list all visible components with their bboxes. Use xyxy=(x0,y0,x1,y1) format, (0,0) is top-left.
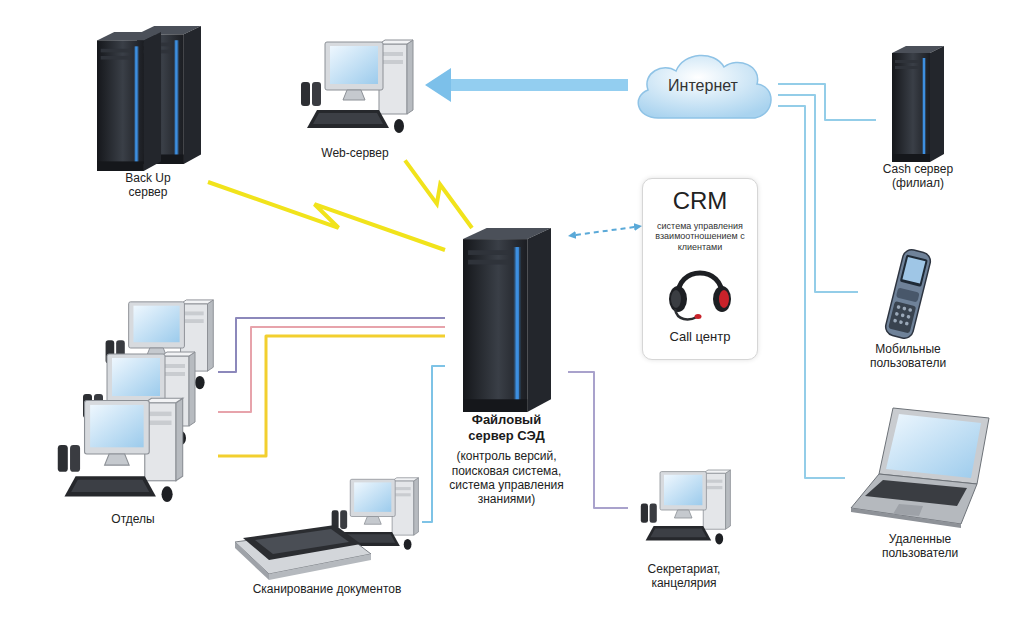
internet-arrow xyxy=(451,79,628,91)
document-scanning: Сканирование документов xyxy=(232,476,422,596)
backup-server: Back Up сервер xyxy=(88,26,208,200)
crm-title: CRM xyxy=(673,187,728,215)
network-cable xyxy=(778,84,876,120)
device-caption: Мобильные пользователи xyxy=(858,342,958,371)
network-cable xyxy=(568,372,628,508)
secretariat: Секретариат, канцелярия xyxy=(628,458,740,591)
network-cable xyxy=(422,366,445,522)
crm-description: система управления взаимоотношением с кл… xyxy=(654,221,746,253)
network-cable xyxy=(778,95,858,292)
crm-panel-icon xyxy=(665,261,735,323)
remote-users-icon xyxy=(849,404,991,532)
web-server: Web-сервер xyxy=(285,34,425,160)
server-title: Файловый сервер СЭД xyxy=(459,412,554,443)
data-exchange-arrow xyxy=(576,227,634,235)
crm-panel: CRM система управления взаимоотношением с… xyxy=(642,178,758,360)
wireless-link xyxy=(405,160,472,228)
network-cable xyxy=(218,336,445,456)
cloud-label: Интернет xyxy=(668,76,738,95)
mobile-users: Мобильные пользователи xyxy=(858,246,958,371)
cash-server-icon xyxy=(892,46,944,162)
device-caption: Web-сервер xyxy=(321,146,388,160)
secretariat-icon xyxy=(636,458,732,562)
mobile-users-icon xyxy=(883,246,933,342)
departments-icon xyxy=(51,298,216,512)
device-caption: Cash сервер (филиал) xyxy=(876,162,960,191)
call-center-label: Call центр xyxy=(670,329,731,345)
device-caption: Отделы xyxy=(111,512,154,526)
internet-cloud: Интернет xyxy=(628,46,778,126)
file-server-icon xyxy=(463,228,551,412)
device-caption: Back Up сервер xyxy=(117,171,179,200)
network-cable xyxy=(218,327,445,412)
departments: Отделы xyxy=(48,298,218,526)
server-description: (контроль версий, поисковая система, сис… xyxy=(445,449,568,507)
wireless-link xyxy=(208,182,445,250)
device-caption: Удаленные пользователи xyxy=(865,532,975,561)
cash-server: Cash сервер (филиал) xyxy=(876,46,960,191)
backup-server-icon xyxy=(93,26,203,171)
web-server-icon xyxy=(295,34,415,146)
network-cable xyxy=(778,106,845,478)
remote-users: Удаленные пользователи xyxy=(845,404,995,561)
device-caption: Сканирование документов xyxy=(253,582,402,596)
device-caption: Секретариат, канцелярия xyxy=(628,562,740,591)
document-scanning-icon xyxy=(235,476,420,582)
file-server: Файловый сервер СЭД (контроль версий, пои… xyxy=(445,228,568,507)
